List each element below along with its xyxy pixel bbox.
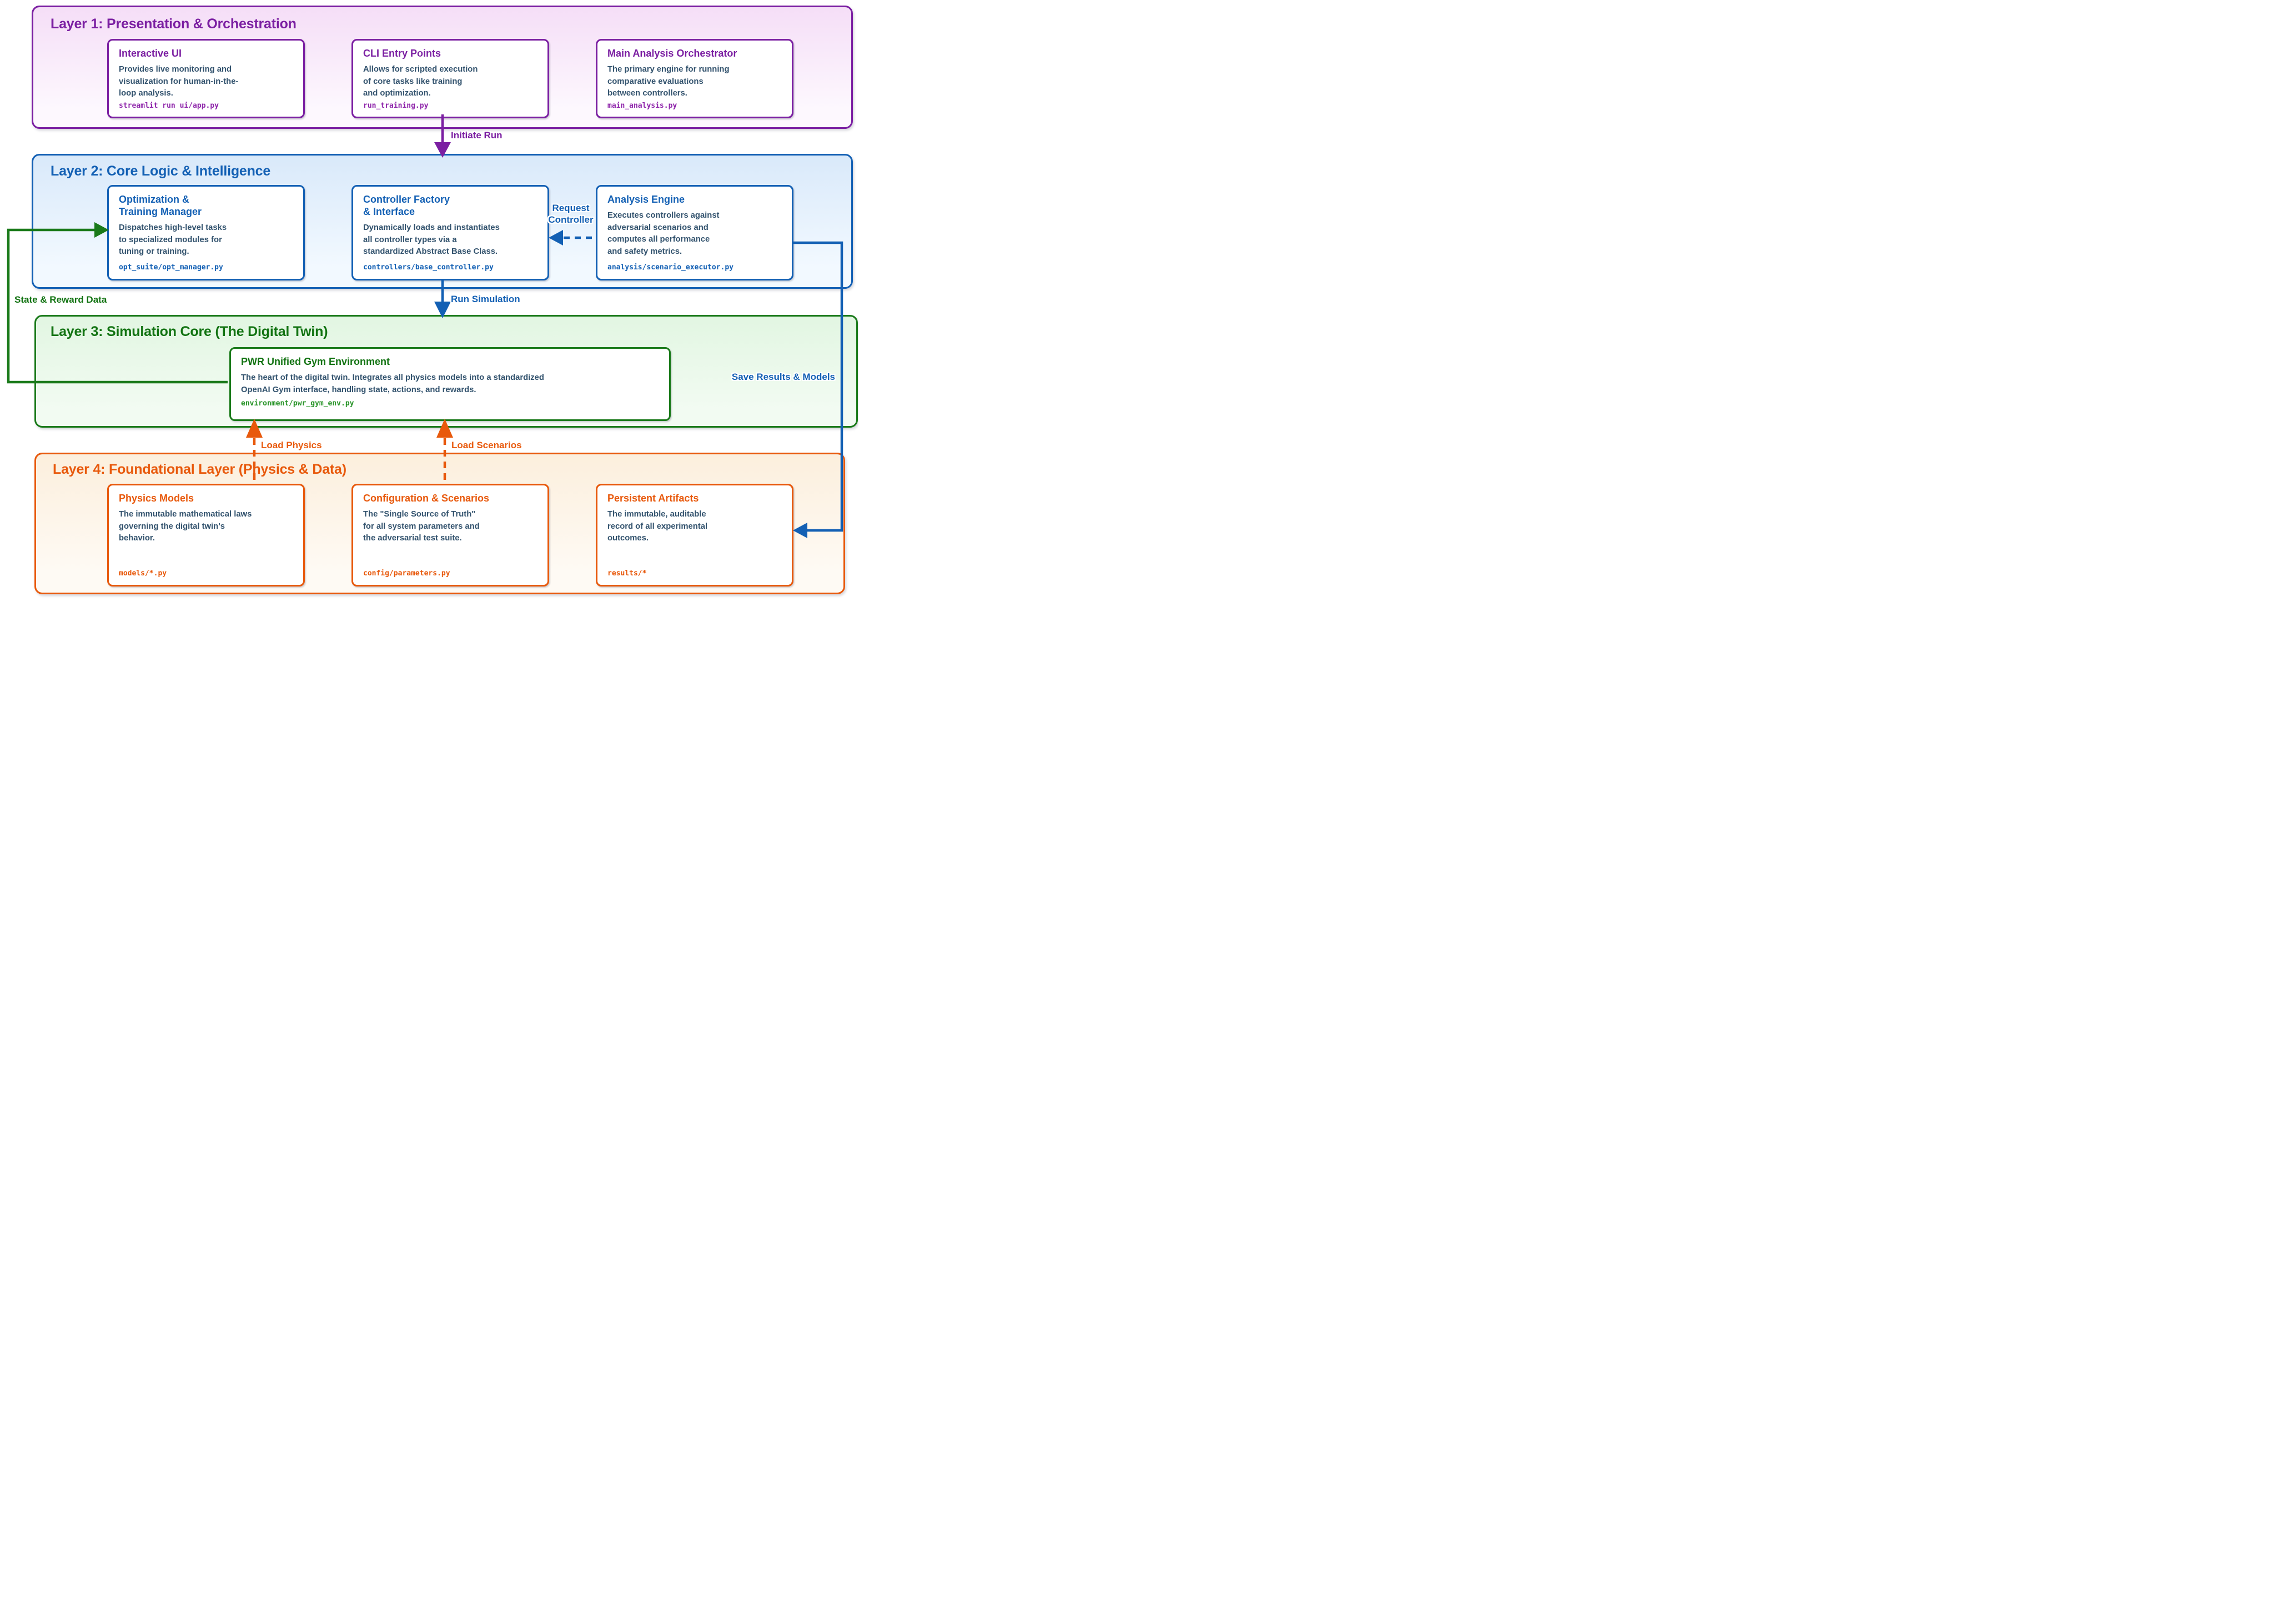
node-code-path: run_training.py bbox=[363, 102, 429, 111]
node-cli-entry-points: CLI Entry Points Allows for scripted exe… bbox=[351, 39, 549, 118]
edge-label-initiate-run: Initiate Run bbox=[451, 130, 503, 141]
node-persistent-artifacts: Persistent Artifacts The immutable, audi… bbox=[596, 484, 793, 587]
node-code-path: config/parameters.py bbox=[363, 569, 450, 578]
node-pwr-unified-gym-environment: PWR Unified Gym Environment The heart of… bbox=[229, 347, 671, 421]
node-description: The primary engine for running comparati… bbox=[607, 64, 730, 98]
node-title: Persistent Artifacts bbox=[607, 493, 699, 504]
node-code-path: controllers/base_controller.py bbox=[363, 263, 494, 272]
architecture-diagram: Layer 1: Presentation & Orchestration In… bbox=[0, 0, 858, 600]
node-description: Provides live monitoring and visualizati… bbox=[119, 64, 239, 98]
node-code-path: environment/pwr_gym_env.py bbox=[241, 399, 354, 408]
layer-4-foundational-layer: Layer 4: Foundational Layer (Physics & D… bbox=[34, 453, 845, 594]
node-description: Dispatches high-level tasks to specializ… bbox=[119, 223, 227, 257]
node-title: Configuration & Scenarios bbox=[363, 493, 490, 504]
node-description: The immutable mathematical laws governin… bbox=[119, 509, 252, 543]
layer-1-presentation-orchestration: Layer 1: Presentation & Orchestration In… bbox=[32, 6, 853, 129]
layer-1-title: Layer 1: Presentation & Orchestration bbox=[51, 16, 297, 32]
node-code-path: models/*.py bbox=[119, 569, 167, 578]
node-controller-factory-interface: Controller Factory & Interface Dynamical… bbox=[351, 185, 549, 280]
node-title: Analysis Engine bbox=[607, 194, 685, 205]
edge-label-run-simulation: Run Simulation bbox=[451, 294, 520, 304]
layer-4-title: Layer 4: Foundational Layer (Physics & D… bbox=[53, 462, 346, 477]
node-optimization-training-manager: Optimization & Training Manager Dispatch… bbox=[107, 185, 305, 280]
node-physics-models: Physics Models The immutable mathematica… bbox=[107, 484, 305, 587]
node-title: PWR Unified Gym Environment bbox=[241, 356, 390, 367]
node-analysis-engine: Analysis Engine Executes controllers aga… bbox=[596, 185, 793, 280]
node-code-path: streamlit run ui/app.py bbox=[119, 102, 219, 111]
edge-label-state-reward-data: State & Reward Data bbox=[14, 294, 107, 305]
node-description: The immutable, auditable record of all e… bbox=[607, 509, 708, 543]
node-title: Controller Factory & Interface bbox=[363, 194, 450, 217]
node-interactive-ui: Interactive UI Provides live monitoring … bbox=[107, 39, 305, 118]
layer-2-core-logic-intelligence: Layer 2: Core Logic & Intelligence Optim… bbox=[32, 154, 853, 289]
layer-3-title: Layer 3: Simulation Core (The Digital Tw… bbox=[51, 324, 328, 339]
node-title: Physics Models bbox=[119, 493, 194, 504]
node-description: The heart of the digital twin. Integrate… bbox=[241, 373, 544, 394]
edge-label-save-results-models: Save Results & Models bbox=[731, 372, 835, 382]
node-description: Executes controllers against adversarial… bbox=[607, 210, 720, 257]
edge-label-request-controller: Request Controller bbox=[548, 203, 594, 225]
layer-2-title: Layer 2: Core Logic & Intelligence bbox=[51, 163, 271, 179]
node-title: Optimization & Training Manager bbox=[119, 194, 202, 217]
node-title: CLI Entry Points bbox=[363, 48, 441, 59]
node-code-path: main_analysis.py bbox=[607, 102, 677, 111]
node-configuration-scenarios: Configuration & Scenarios The "Single So… bbox=[351, 484, 549, 587]
node-main-analysis-orchestrator: Main Analysis Orchestrator The primary e… bbox=[596, 39, 793, 118]
node-description: Allows for scripted execution of core ta… bbox=[363, 64, 478, 98]
node-code-path: opt_suite/opt_manager.py bbox=[119, 263, 223, 272]
node-title: Interactive UI bbox=[119, 48, 182, 59]
edge-label-load-scenarios: Load Scenarios bbox=[451, 440, 522, 450]
node-description: Dynamically loads and instantiates all c… bbox=[363, 223, 500, 257]
node-description: The "Single Source of Truth" for all sys… bbox=[363, 509, 480, 543]
node-code-path: results/* bbox=[607, 569, 647, 578]
edge-label-load-physics: Load Physics bbox=[261, 440, 322, 450]
node-title: Main Analysis Orchestrator bbox=[607, 48, 737, 59]
node-code-path: analysis/scenario_executor.py bbox=[607, 263, 733, 272]
